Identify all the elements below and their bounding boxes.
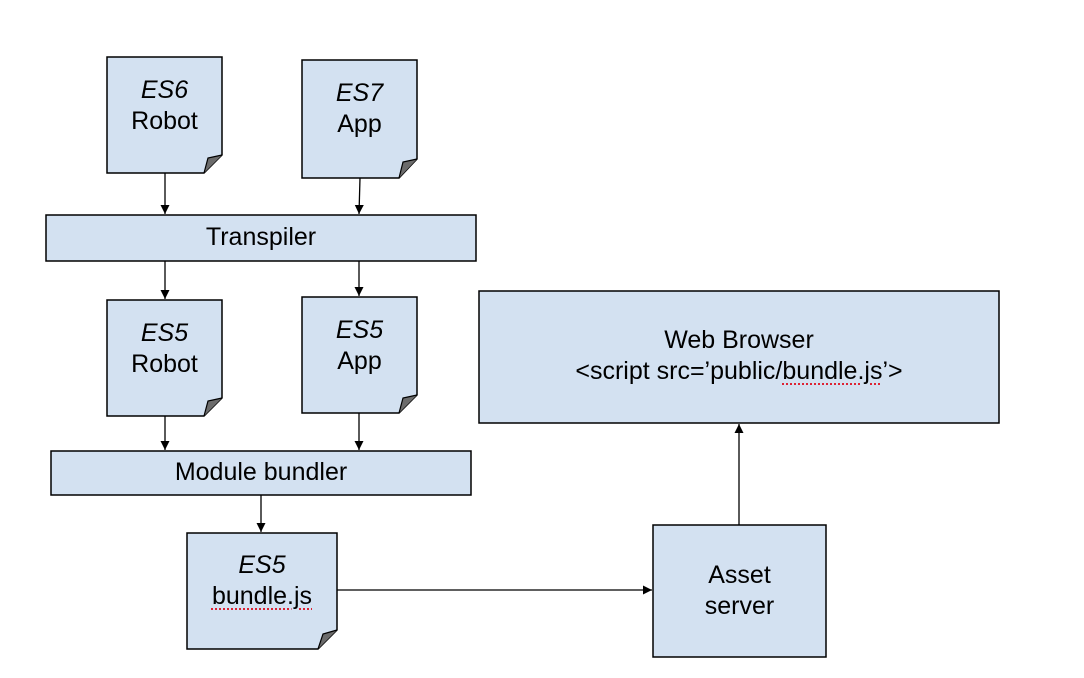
es5-app-name: App: [337, 347, 382, 375]
asset-server-box: [652, 524, 827, 658]
bundle-label: ES5 bundle.js: [187, 550, 337, 612]
web-browser-box: [478, 290, 1000, 424]
bundle-lang: ES5: [238, 551, 286, 579]
es7-lang: ES7: [335, 79, 384, 107]
script-tag-text: <script src=’public/bundle.js’>: [575, 357, 903, 385]
asset-server-line1: Asset: [708, 561, 771, 589]
es6-robot-label: ES6 Robot: [107, 75, 222, 137]
bundle-name: bundle.js: [211, 582, 313, 610]
web-browser-title: Web Browser: [664, 326, 814, 354]
web-browser-label: Web Browser <script src=’public/bundle.j…: [479, 325, 999, 387]
module-bundler-label: Module bundler: [174, 458, 348, 486]
transpiler-box: [45, 214, 477, 262]
es5-app-lang: ES5: [335, 316, 384, 344]
script-bundle-link: bundle.js: [782, 357, 883, 385]
asset-server-line2: server: [704, 592, 775, 620]
es7-app-name: App: [337, 110, 382, 138]
es5-robot-name: Robot: [131, 350, 198, 378]
transpiler-label: Transpiler: [205, 223, 317, 251]
arrow-es7-to-transpiler: [354, 177, 364, 215]
asset-server-label: Asset server: [653, 560, 826, 622]
es5-robot-label: ES5 Robot: [107, 318, 222, 380]
es6-robot-name: Robot: [131, 107, 198, 135]
es6-lang: ES6: [140, 76, 189, 104]
es5-app-label: ES5 App: [302, 315, 417, 377]
es7-app-label: ES7 App: [302, 78, 417, 140]
es5-robot-lang: ES5: [140, 319, 189, 347]
